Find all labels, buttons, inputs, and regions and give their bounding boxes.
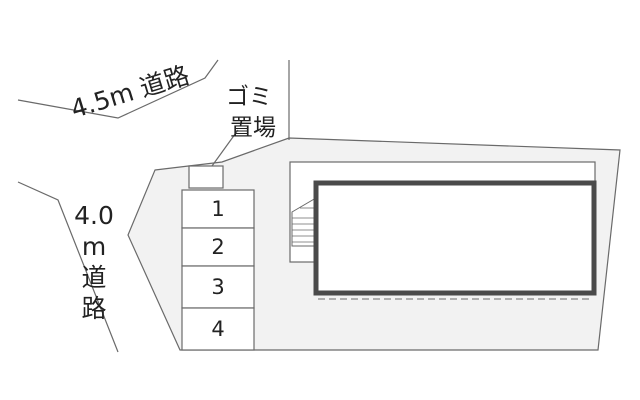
garbage-area-label: ゴミ 置場 [226,82,292,144]
garbage-label-line-1: ゴミ [226,84,272,110]
garbage-leader-line [211,129,239,167]
parking-number-4: 4 [211,317,225,341]
parking-number-2: 2 [211,235,225,259]
parking-space-4 [181,307,255,351]
parking-area [181,189,255,351]
parking-space-3 [181,265,255,309]
parking-number-1: 1 [211,197,225,221]
garbage-area [188,165,224,189]
road-west-edge [17,181,119,353]
apartment-unit [313,180,597,296]
road-north-edge [17,59,219,119]
garbage-label-line-2: 置場 [230,115,276,141]
road-west-label: 4.0 m 道 路 [68,200,120,324]
road-west-unit: m [81,232,107,261]
road-west-char-1: 道 [81,263,107,292]
road-west-char-2: 路 [81,294,107,323]
parking-number-3: 3 [211,275,225,299]
road-west-width: 4.0 [74,201,114,230]
